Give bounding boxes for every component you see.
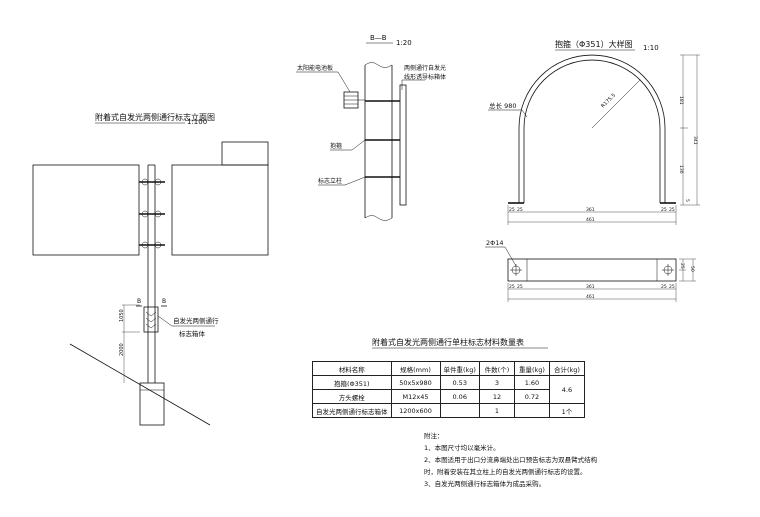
table-cell: M12x45 bbox=[390, 389, 441, 404]
label-radius: R175.5 bbox=[600, 93, 617, 110]
material-quantity-table: 材料名称 规格(mm) 单件重(kg) 件数(个) 重量(kg) 合计(kg) … bbox=[312, 361, 585, 418]
dim-right-341: 341 bbox=[692, 136, 698, 145]
table-cell: 0.72 bbox=[513, 389, 550, 404]
notes-heading: 附注： bbox=[424, 432, 444, 440]
dim-plan-right-25: 25 bbox=[679, 263, 685, 269]
table-header: 材料名称 bbox=[312, 361, 392, 376]
table-title: 附着式自发光两侧通行单柱标志材料数量表 bbox=[372, 337, 524, 347]
dim-top-25b: 25 bbox=[517, 207, 523, 213]
note-line: 3、自发光两侧通行标志箱体为成品采购。 bbox=[424, 480, 546, 488]
label-sign-line-1: 两侧通行自发光 bbox=[404, 64, 446, 72]
note-line: 1、本图尺寸均以毫米计。 bbox=[424, 444, 500, 452]
section-sign-plate bbox=[399, 84, 407, 206]
dim-upper: 1050 bbox=[119, 309, 125, 322]
section-view: B—B 1:20 太阳能电池板 抱箍 标志立柱 两侧通行自发光 线形诱导标箱体 bbox=[296, 34, 446, 221]
table-cell: 1个 bbox=[548, 403, 585, 418]
dim-lower: 2000 bbox=[119, 343, 125, 356]
dim-plan-total: 461 bbox=[586, 294, 595, 300]
table-cell: 自发光两侧通行标志箱体 bbox=[312, 403, 392, 418]
table-header: 规格(mm) bbox=[390, 361, 441, 376]
clamp-arch bbox=[518, 54, 666, 203]
dim-plan-25a: 25 bbox=[509, 284, 515, 290]
sign-board-left bbox=[32, 164, 140, 256]
section-scale: 1:20 bbox=[396, 39, 412, 47]
note-line: 时，附着安装在其立柱上的自发光两侧通行标志的设置。 bbox=[424, 468, 587, 476]
table-row: 抱箍(Φ351) 50x5x980 0.53 3 1.60 4.6 bbox=[312, 375, 585, 404]
table-cell bbox=[513, 403, 550, 418]
notes-block: 附注： 1、本图尺寸均以毫米计。 2、本图适用于出口分流鼻端处出口预告标志为双悬… bbox=[424, 430, 597, 490]
table-header: 重量(kg) bbox=[513, 361, 550, 376]
section-mark-b-left: B bbox=[137, 298, 141, 305]
dim-right-5: 5 bbox=[684, 199, 690, 202]
dim-plan-25c: 25 bbox=[661, 284, 667, 290]
label-sign-line-2: 线形诱导标箱体 bbox=[404, 73, 446, 81]
callout-line-1: 自发光两侧通行 bbox=[173, 316, 219, 325]
dim-plan-25d: 25 bbox=[669, 284, 675, 290]
table-row: 方头螺栓 M12x45 0.06 12 0.72 bbox=[312, 389, 585, 404]
label-solar-panel: 太阳能电池板 bbox=[297, 64, 333, 72]
label-post: 标志立柱 bbox=[318, 177, 342, 185]
table-cell: 12 bbox=[478, 389, 515, 404]
table-cell: 1.60 bbox=[513, 375, 550, 390]
sign-board-right bbox=[171, 164, 269, 256]
sign-top-box bbox=[221, 141, 269, 166]
label-total-length: 总长 980 bbox=[489, 101, 516, 110]
table-cell: 4.6 bbox=[548, 375, 585, 404]
table-header: 单件重(kg) bbox=[439, 361, 480, 376]
clamp-title: 抱箍（Φ351）大样图 bbox=[555, 39, 633, 49]
table-cell: 0.53 bbox=[439, 375, 480, 390]
elevation-view: 附着式自发光两侧通行标志立面图 1:100 B B bbox=[32, 112, 269, 426]
table-cell: 50x5x980 bbox=[390, 375, 441, 390]
label-clamp: 抱箍 bbox=[330, 142, 342, 150]
dim-plan-361: 361 bbox=[586, 284, 595, 290]
clamp-scale: 1:10 bbox=[643, 44, 659, 52]
dim-right-136: 136 bbox=[678, 165, 684, 174]
table-row: 自发光两侧通行标志箱体 1200x600 1 1个 bbox=[312, 403, 585, 418]
section-post bbox=[364, 65, 393, 218]
callout-line-2: 标志箱体 bbox=[179, 329, 206, 338]
dim-plan-right-50: 50 bbox=[689, 266, 695, 272]
dim-top-361: 361 bbox=[586, 207, 595, 213]
dim-right-181: 181 bbox=[678, 96, 684, 105]
note-line: 2、本图适用于出口分流鼻端处出口预告标志为双悬臂式结构 bbox=[424, 456, 598, 464]
elevation-scale: 1:100 bbox=[187, 118, 207, 126]
section-title: B—B bbox=[370, 34, 387, 42]
dim-top-25a: 25 bbox=[509, 207, 515, 213]
table-cell: 1 bbox=[478, 403, 515, 418]
dim-plan-25b: 25 bbox=[517, 284, 523, 290]
table-header-row: 材料名称 规格(mm) 单件重(kg) 件数(个) 重量(kg) 合计(kg) bbox=[312, 361, 585, 376]
dim-top-25c: 25 bbox=[661, 207, 667, 213]
table-cell: 0.06 bbox=[439, 389, 480, 404]
section-mark-b-right: B bbox=[162, 298, 166, 305]
table-cell: 1200x600 bbox=[390, 403, 441, 418]
small-sign-box bbox=[143, 306, 159, 333]
clamp-detail: 抱箍（Φ351）大样图 1:10 R175.5 总长 980 181 341 1… bbox=[485, 39, 700, 302]
table-cell: 抱箍(Φ351) bbox=[312, 375, 392, 390]
table-cell: 3 bbox=[478, 375, 515, 390]
table-header: 合计(kg) bbox=[548, 361, 585, 376]
post-clamps bbox=[139, 178, 165, 249]
elevation-title: 附着式自发光两侧通行标志立面图 bbox=[95, 112, 215, 122]
dim-top-25d: 25 bbox=[669, 207, 675, 213]
dim-total: 461 bbox=[586, 217, 595, 223]
clamp-plan bbox=[507, 258, 677, 282]
label-bolt-hole: 2Φ14 bbox=[486, 239, 504, 247]
table-cell: 方头螺栓 bbox=[312, 389, 392, 404]
table-cell bbox=[439, 403, 480, 418]
foundation bbox=[139, 382, 165, 426]
table-header: 件数(个) bbox=[478, 361, 515, 376]
